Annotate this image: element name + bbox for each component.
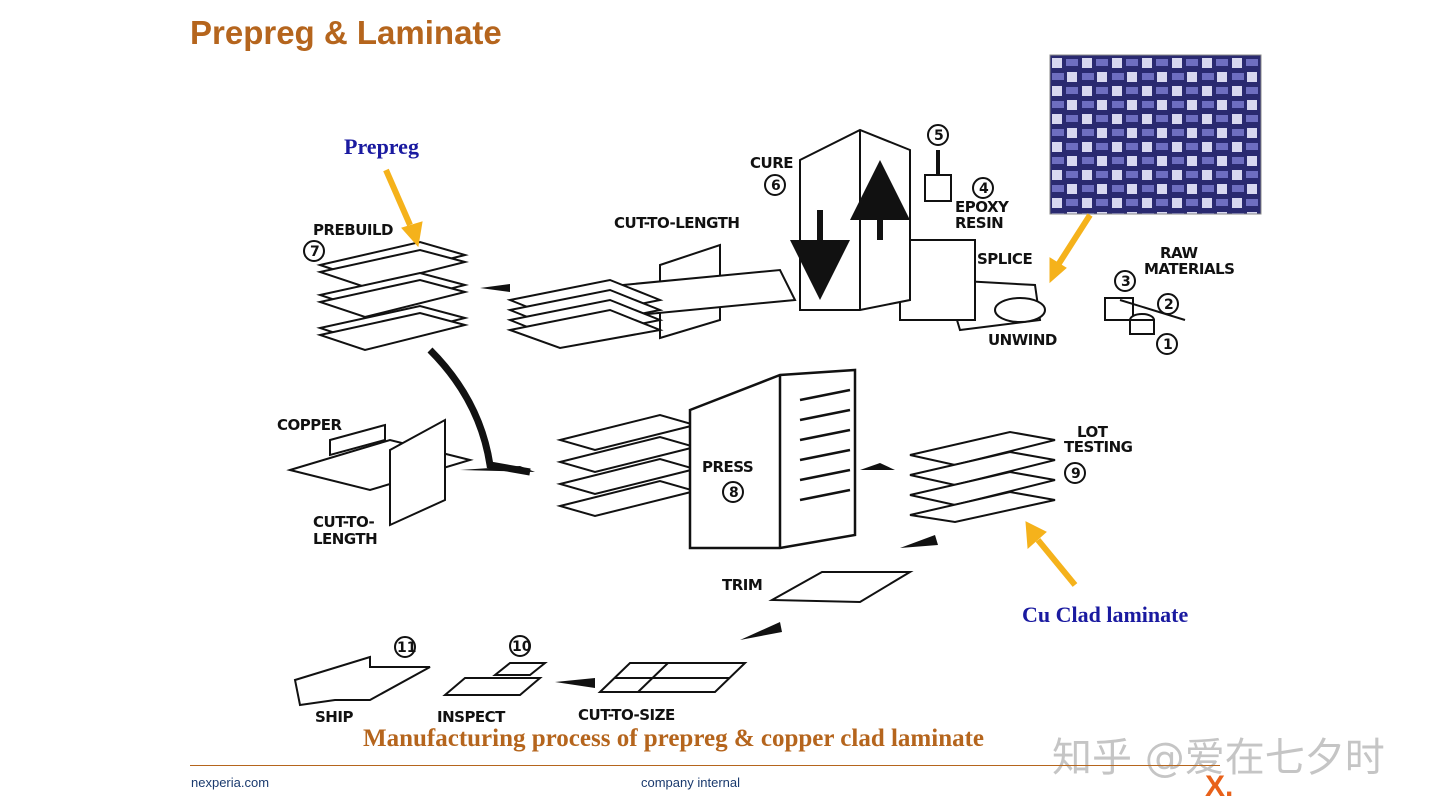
label-testing: TESTING (1064, 438, 1133, 456)
trim-sheet (768, 571, 914, 604)
num-8: 8 (729, 485, 739, 501)
label-unwind: UNWIND (988, 331, 1057, 349)
label-cut-to-length-left: CUT-TO- (313, 513, 374, 531)
num-2: 2 (1164, 297, 1174, 313)
num-9: 9 (1071, 466, 1081, 482)
label-epoxy: EPOXY (955, 198, 1010, 216)
label-press: PRESS (702, 458, 753, 476)
label-cure: CURE (750, 154, 793, 172)
label-splice: SPLICE (977, 250, 1032, 268)
figure-caption: Manufacturing process of prepreg & coppe… (363, 725, 985, 752)
inspect-sheets (442, 662, 548, 696)
prepreg-label: Prepreg (344, 134, 419, 159)
prebuild-stacks (316, 240, 469, 352)
flow-arrows (460, 284, 938, 688)
footer-website: nexperia.com (191, 775, 270, 790)
label-ship: SHIP (315, 708, 353, 726)
cure-tower (790, 128, 952, 311)
label-inspect: INSPECT (437, 708, 506, 726)
num-10: 10 (512, 639, 532, 655)
num-11: 11 (397, 640, 416, 656)
nexperia-logo: X. (1205, 770, 1234, 803)
cut-to-size-sheets (597, 662, 748, 693)
label-lot: LOT (1077, 423, 1109, 441)
label-trim: TRIM (722, 576, 762, 594)
num-5: 5 (934, 128, 944, 144)
page-title: Prepreg & Laminate (190, 14, 502, 51)
label-cut-to-length-top: CUT-TO-LENGTH (614, 214, 739, 232)
label-cut-to-size: CUT-TO-SIZE (578, 706, 675, 724)
lot-testing-stack (909, 430, 1056, 524)
flow-arrow-prebuild-to-press (427, 347, 531, 476)
cu-clad-label: Cu Clad laminate (1022, 602, 1189, 627)
unwind-splice-machine (899, 239, 1046, 332)
label-copper: COPPER (277, 416, 342, 434)
copper-cut-machine (286, 418, 474, 527)
press-machine (688, 368, 857, 550)
watermark-text: 知乎 @爱在七夕时 (1052, 735, 1385, 781)
label-prebuild: PREBUILD (313, 221, 393, 239)
num-4: 4 (979, 181, 989, 197)
ship-arrow-shape (293, 655, 431, 707)
prepreg-stack-top (506, 278, 664, 350)
num-1: 1 (1163, 337, 1173, 353)
label-raw-materials-2: MATERIALS (1144, 260, 1234, 278)
label-resin: RESIN (955, 214, 1003, 232)
footer-divider (190, 765, 1220, 766)
label-raw-materials: RAW (1160, 244, 1198, 262)
press-stack (556, 413, 699, 518)
step-numbers (303, 124, 1179, 658)
footer-classification: company internal (641, 775, 740, 790)
label-cut-to-length-left-2: LENGTH (313, 530, 377, 548)
raw-materials-icon (1104, 297, 1186, 335)
num-6: 6 (771, 178, 781, 194)
num-3: 3 (1121, 274, 1131, 290)
fabric-weave-image (1049, 54, 1262, 215)
highlight-arrows (383, 168, 1093, 587)
num-7: 7 (310, 244, 320, 260)
